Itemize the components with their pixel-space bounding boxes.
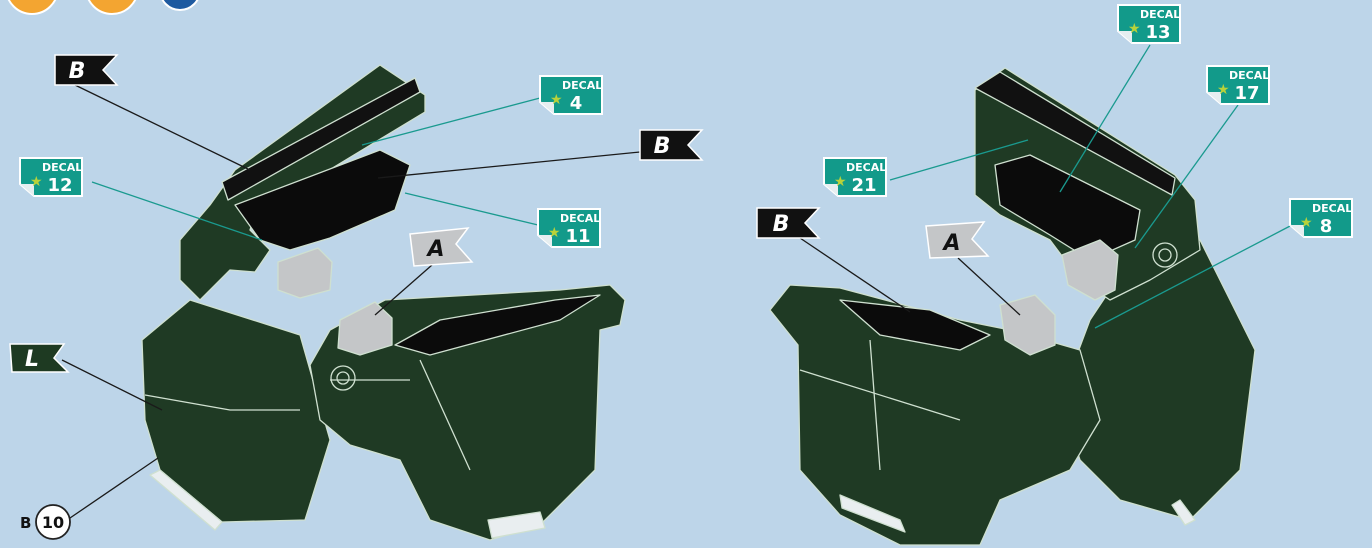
flag-l: L [9,343,70,373]
decal-badge-13: DECAL ★ 13 [1117,4,1181,44]
flag-icon [54,54,119,86]
decal-word: DECAL [1312,202,1352,215]
decal-word: DECAL [562,79,602,92]
flag-icon [409,227,474,267]
flag-b-top-left: B [54,54,119,86]
flag-icon [639,129,704,161]
partial-badges [7,0,199,15]
flag-letter: B [773,212,790,237]
leader-line [374,264,433,316]
leader-line [91,181,263,241]
flag-letter: A [425,237,444,262]
decal-number: 17 [1234,83,1259,104]
flag-b-right-of-left-part: B [639,129,704,161]
flag-letter: A [941,231,960,256]
flag-icon [9,343,70,373]
decal-badge-17: DECAL ★ 17 [1206,65,1270,105]
star-icon: ★ [548,225,561,241]
flag-a-left: A [409,227,474,267]
decal-number: 13 [1145,22,1170,43]
flag-icon [925,221,990,259]
blue-badge-icon [161,0,199,11]
leader-lines [61,44,1293,519]
decal-word: DECAL [846,161,886,174]
orange-badge-icon [7,0,57,15]
decal-word: DECAL [560,212,600,225]
leader-line [404,192,539,226]
decal-number: 4 [570,93,583,114]
leader-line [1094,224,1293,329]
flag-icon [756,207,821,239]
left-part [141,64,626,541]
callout-number: 10 [42,513,64,532]
leader-line [1059,44,1151,193]
star-icon: ★ [834,174,847,190]
callout-circle-icon [35,504,71,540]
flag-b-right: B [756,207,821,239]
decal-word: DECAL [42,161,82,174]
star-icon: ★ [1300,215,1313,231]
flag-letter: L [25,347,39,372]
leader-line [69,457,159,519]
star-icon: ★ [30,174,43,190]
star-icon: ★ [550,92,563,108]
right-part [769,67,1256,546]
decal-badge-11: DECAL ★ 11 [537,208,601,248]
flag-letter: B [69,59,86,84]
leader-line [377,151,641,179]
leader-line [799,237,911,313]
leader-line [957,257,1021,316]
decal-number: 21 [851,175,876,196]
decal-badge-8: DECAL ★ 8 [1289,198,1353,238]
decal-number: 8 [1320,216,1333,237]
leader-line [1134,104,1239,249]
part-callout: B 10 [20,504,71,540]
decal-badge-4: DECAL ★ 4 [539,75,603,115]
flag-letter: B [654,134,671,159]
star-icon: ★ [1217,82,1230,98]
decal-number: 12 [47,175,72,196]
flag-a-right: A [925,221,990,259]
leader-line [361,97,541,146]
decal-word: DECAL [1229,69,1269,82]
decal-number: 11 [565,226,590,247]
decal-badge-12: DECAL ★ 12 [19,157,83,197]
star-icon: ★ [1128,21,1141,37]
orange-badge-icon [87,0,137,15]
leader-line [889,139,1029,181]
leader-line [74,84,251,171]
callout-prefix: B [20,514,31,532]
decal-word: DECAL [1140,8,1180,21]
decal-badge-21: DECAL ★ 21 [823,157,887,197]
leader-line [61,359,163,411]
